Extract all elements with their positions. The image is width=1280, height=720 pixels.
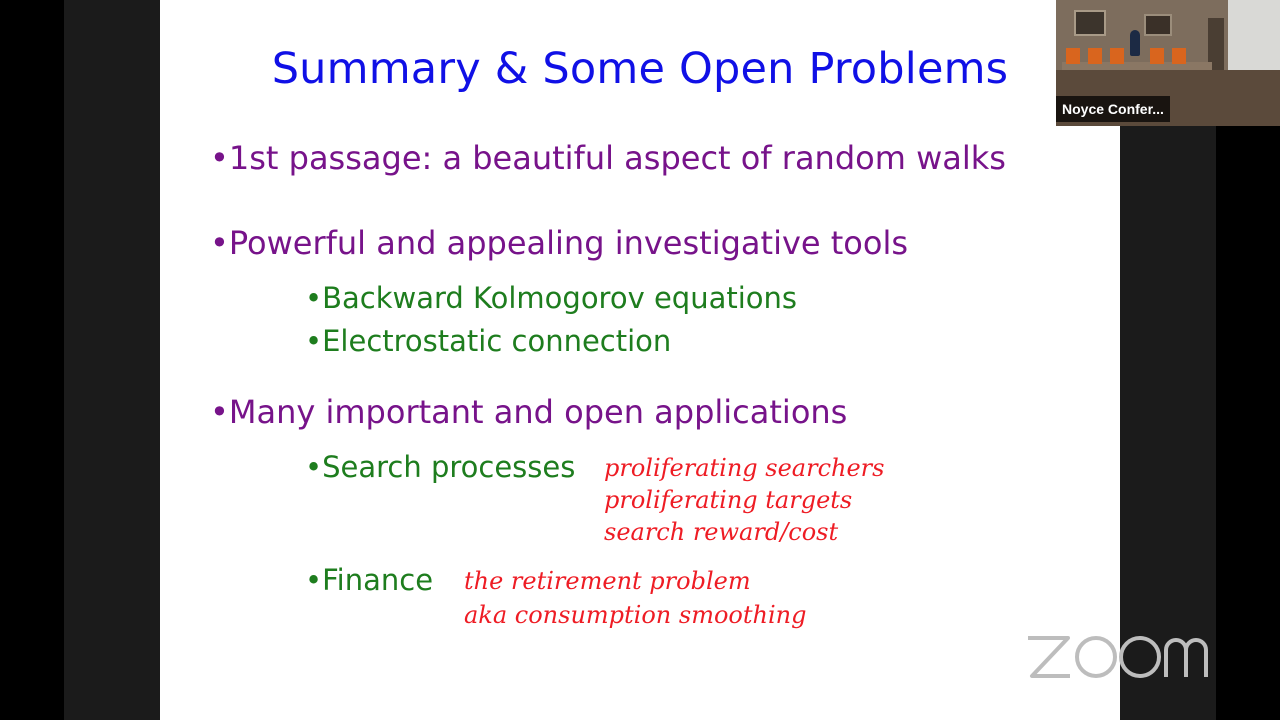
participant-video-thumbnail[interactable]: Noyce Confer... [1056, 0, 1280, 126]
sub-bullet-kolmogorov: •Backward Kolmogorov equations [305, 281, 797, 315]
zoom-letter-z [1028, 636, 1070, 678]
participant-name-label: Noyce Confer... [1056, 96, 1170, 122]
video-chair [1110, 48, 1124, 64]
zoom-letter-m [1164, 638, 1208, 677]
video-door [1208, 18, 1224, 78]
video-chair [1172, 48, 1186, 64]
zoom-letter-o [1075, 636, 1117, 678]
zoom-watermark-logo [1028, 636, 1208, 678]
video-chair [1066, 48, 1080, 64]
letterbox-right-inner [1120, 126, 1216, 720]
bullet-dot: • [305, 324, 323, 358]
bullet-text: Many important and open applications [228, 393, 848, 431]
letterbox-left-inner [64, 0, 160, 720]
finance-note-1: the retirement problem [464, 567, 751, 595]
sub-bullet-text: Backward Kolmogorov equations [322, 281, 798, 315]
sub-bullet-text: Electrostatic connection [322, 324, 672, 358]
bullet-dot: • [210, 393, 229, 431]
search-note-1: proliferating searchers [604, 454, 885, 482]
sub-bullet-search: •Search processes [305, 450, 575, 484]
video-picture-frame [1144, 14, 1172, 36]
sub-bullet-electrostatic: •Electrostatic connection [305, 324, 671, 358]
letterbox-left [0, 0, 64, 720]
video-table [1062, 62, 1212, 70]
video-chair [1088, 48, 1102, 64]
sub-bullet-text: Search processes [322, 450, 576, 484]
bullet-dot: • [305, 450, 323, 484]
bullet-tools: •Powerful and appealing investigative to… [210, 224, 908, 262]
video-picture-frame [1074, 10, 1106, 36]
shared-slide: Summary & Some Open Problems •1st passag… [160, 0, 1120, 720]
bullet-text: 1st passage: a beautiful aspect of rando… [228, 139, 1006, 177]
bullet-applications: •Many important and open applications [210, 393, 847, 431]
bullet-dot: • [305, 281, 323, 315]
video-person [1130, 30, 1140, 56]
bullet-dot: • [210, 139, 229, 177]
search-note-2: proliferating targets [604, 486, 853, 514]
video-chair [1150, 48, 1164, 64]
bullet-first-passage: •1st passage: a beautiful aspect of rand… [210, 139, 1006, 177]
bullet-dot: • [305, 563, 323, 597]
sub-bullet-text: Finance [322, 563, 434, 597]
bullet-text: Powerful and appealing investigative too… [228, 224, 909, 262]
finance-note-2: aka consumption smoothing [464, 601, 807, 629]
zoom-letter-o [1119, 636, 1161, 678]
slide-title: Summary & Some Open Problems [271, 44, 1009, 94]
search-note-3: search reward/cost [604, 518, 839, 546]
sub-bullet-finance: •Finance [305, 563, 433, 597]
bullet-dot: • [210, 224, 229, 262]
